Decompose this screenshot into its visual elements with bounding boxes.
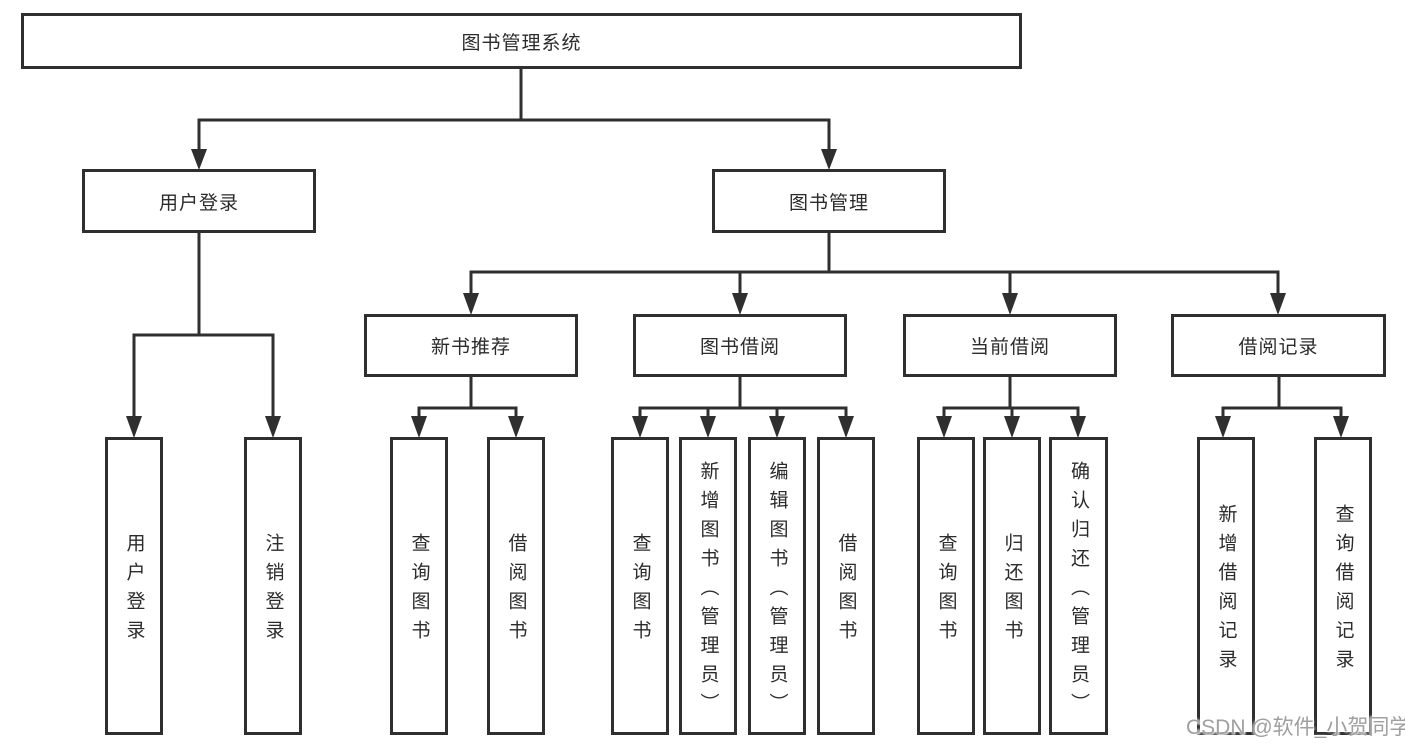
- arrowhead-icon: [936, 416, 952, 438]
- connector-user-login-branch: [126, 233, 281, 438]
- leaf-query-books-borrow: 查询图书: [611, 437, 669, 735]
- leaf-return-books-label: 归还图书: [1001, 533, 1023, 649]
- leaf-logout-label: 注销登录: [262, 533, 284, 649]
- leaf-add-books-admin-label: 新增图书（管理员）: [697, 460, 719, 722]
- arrowhead-icon: [126, 416, 142, 438]
- node-root: 图书管理系统: [21, 13, 1022, 69]
- connector-borrow-record-branch: [1215, 377, 1349, 438]
- leaf-return-books: 归还图书: [983, 437, 1041, 735]
- leaf-edit-books-admin-label: 编辑图书（管理员）: [766, 460, 788, 722]
- arrowhead-icon: [732, 293, 748, 315]
- leaf-logout: 注销登录: [244, 437, 302, 735]
- node-book-mgmt-label: 图书管理: [788, 192, 869, 214]
- leaf-query-books-current: 查询图书: [917, 437, 975, 735]
- arrowhead-icon: [508, 416, 524, 438]
- leaf-user-login-label: 用户登录: [123, 533, 145, 649]
- connector-book-mgmt-branch: [463, 233, 1286, 315]
- leaf-confirm-return-admin-label: 确认归还（管理员）: [1068, 460, 1089, 722]
- leaf-add-borrow-record-label: 新增借阅记录: [1215, 504, 1237, 678]
- node-user-login-label: 用户登录: [158, 192, 239, 214]
- node-new-book-recommend-label: 新书推荐: [430, 337, 511, 358]
- leaf-add-books-admin: 新增图书（管理员）: [679, 437, 737, 735]
- leaf-query-borrow-record-label: 查询借阅记录: [1332, 504, 1354, 678]
- arrowhead-icon: [632, 416, 648, 438]
- node-root-label: 图书管理系统: [461, 32, 582, 54]
- leaf-query-books-recommend-label: 查询图书: [408, 533, 430, 649]
- arrowhead-icon: [838, 416, 854, 438]
- node-current-borrow-label: 当前借阅: [969, 337, 1050, 358]
- arrowhead-icon: [821, 149, 837, 170]
- leaf-borrow-books-label: 借阅图书: [835, 533, 857, 649]
- node-current-borrow: 当前借阅: [903, 314, 1117, 377]
- leaf-borrow-books: 借阅图书: [817, 437, 875, 735]
- leaf-edit-books-admin: 编辑图书（管理员）: [748, 437, 806, 735]
- leaf-confirm-return-admin: 确认归还（管理员）: [1049, 437, 1108, 735]
- arrowhead-icon: [1004, 416, 1020, 438]
- node-borrow-record-label: 借阅记录: [1238, 337, 1319, 358]
- arrowhead-icon: [1070, 416, 1086, 438]
- arrowhead-icon: [769, 416, 785, 438]
- leaf-borrow-books-recommend-label: 借阅图书: [505, 533, 527, 649]
- arrowhead-icon: [191, 149, 207, 170]
- node-new-book-recommend: 新书推荐: [364, 314, 578, 377]
- node-user-login: 用户登录: [82, 169, 316, 233]
- node-borrow-record: 借阅记录: [1171, 314, 1386, 377]
- connector-current-borrow-branch: [936, 377, 1086, 438]
- arrowhead-icon: [1333, 416, 1349, 438]
- node-book-borrow-label: 图书借阅: [699, 337, 780, 358]
- connector-root-to-level2: [191, 69, 837, 170]
- connector-new-book-branch: [411, 377, 524, 438]
- node-book-borrow: 图书借阅: [633, 314, 847, 377]
- leaf-borrow-books-recommend: 借阅图书: [487, 437, 545, 735]
- leaf-query-books-borrow-label: 查询图书: [629, 533, 651, 649]
- leaf-query-books-current-label: 查询图书: [935, 533, 957, 649]
- arrowhead-icon: [1002, 293, 1018, 315]
- arrowhead-icon: [265, 416, 281, 438]
- arrowhead-icon: [1215, 416, 1231, 438]
- node-book-mgmt: 图书管理: [712, 169, 946, 233]
- leaf-query-borrow-record: 查询借阅记录: [1314, 437, 1372, 735]
- arrowhead-icon: [1270, 293, 1286, 315]
- leaf-query-books-recommend: 查询图书: [390, 437, 448, 735]
- connector-book-borrow-branch: [632, 377, 854, 438]
- leaf-add-borrow-record: 新增借阅记录: [1197, 437, 1255, 735]
- leaf-user-login: 用户登录: [105, 437, 163, 735]
- csdn-watermark: CSDN @软件_小贺同学: [1186, 716, 1405, 739]
- arrowhead-icon: [700, 416, 716, 438]
- arrowhead-icon: [411, 416, 427, 438]
- arrowhead-icon: [463, 293, 479, 315]
